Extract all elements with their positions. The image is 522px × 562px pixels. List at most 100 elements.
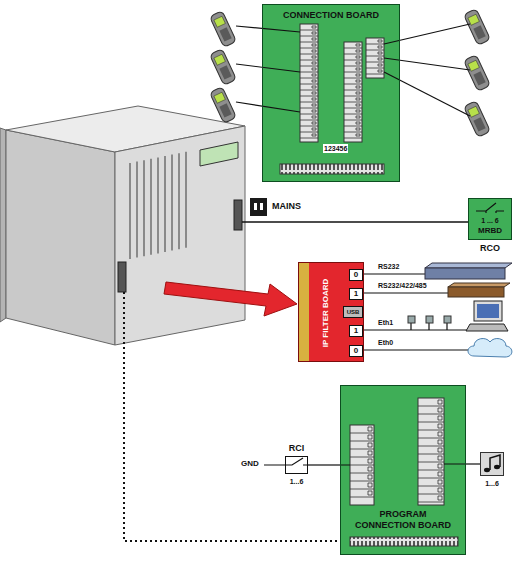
equipment-chassis — [0, 106, 245, 345]
node-title: 0 — [350, 270, 362, 280]
equipment-chassis — [115, 126, 245, 345]
equipment-chassis — [200, 142, 238, 166]
wire-connector — [466, 463, 480, 464]
audio-icon — [490, 455, 500, 470]
mains-socket — [254, 203, 257, 210]
handsets — [209, 11, 236, 48]
serial-device — [448, 283, 510, 287]
relay-board-art — [476, 203, 504, 213]
wire-connector — [308, 464, 340, 465]
program-board-art — [340, 385, 466, 555]
node-title: USB — [344, 308, 362, 316]
handsets — [209, 87, 236, 124]
modem-device — [425, 268, 505, 279]
program-connection-board: PROGRAM CONNECTION BOARD — [340, 385, 466, 555]
pointer-arrow — [164, 282, 297, 316]
audio-icon — [494, 465, 500, 469]
node-text: 1...6 — [256, 477, 337, 486]
relay-board-art — [468, 198, 512, 240]
computer — [466, 301, 508, 331]
port-box: 1 — [349, 288, 363, 300]
board-cable — [242, 221, 468, 223]
program-board-art — [350, 400, 444, 502]
relay-board: 1 ... 6MRBDRCO — [468, 198, 512, 240]
program-board-art — [340, 464, 466, 465]
handset-wires — [384, 58, 470, 70]
lan-nodes — [444, 316, 451, 323]
modem-device — [425, 263, 512, 279]
power-label: MAINS — [272, 201, 301, 212]
usb-port: USB — [343, 306, 363, 318]
equipment-chassis — [130, 152, 186, 259]
node-text: RCO — [439, 243, 522, 254]
modem-device — [425, 263, 512, 268]
ip-filter-board: 01USB10IP FILTER BOARD — [298, 262, 364, 362]
lan-nodes — [408, 316, 415, 323]
handsets — [209, 49, 236, 86]
serial-wires — [364, 349, 472, 350]
equipment-chassis — [0, 128, 6, 322]
connection-board: CONNECTION BOARD — [262, 4, 400, 182]
rci-switch-box: RCI1...6 — [285, 456, 308, 474]
serial-device — [448, 283, 510, 297]
handset-wires — [236, 24, 470, 116]
program-board-art — [350, 537, 458, 546]
terminal-numbers: 123456 — [323, 144, 348, 153]
port-box: 1 — [349, 325, 363, 337]
computer — [477, 304, 499, 318]
serial-device — [448, 287, 504, 297]
handsets — [463, 55, 490, 92]
node-title: IP FILTER BOARD — [321, 273, 333, 353]
network-cloud — [468, 339, 512, 357]
port-box: 0 — [349, 345, 363, 357]
mains-socket — [250, 198, 267, 216]
computer — [466, 324, 508, 331]
audio-icon — [480, 452, 504, 476]
lan-nodes — [408, 316, 451, 323]
node-title: RCI — [256, 443, 337, 454]
port-label: RS232 — [378, 262, 399, 271]
mains-socket — [250, 198, 267, 216]
computer — [474, 301, 502, 321]
serial-wires — [364, 273, 425, 274]
switch-symbol — [264, 456, 308, 474]
port-label: Eth1 — [378, 318, 393, 327]
equipment-chassis — [6, 130, 115, 345]
handset-wires — [384, 72, 470, 116]
handsets — [463, 9, 490, 46]
equipment-chassis — [234, 200, 242, 230]
program-board-art — [340, 385, 466, 555]
relay-board-art — [468, 198, 512, 240]
node-title: 1 ... 6 — [469, 216, 511, 225]
audio-icon — [484, 468, 490, 472]
serial-wires — [411, 323, 447, 330]
handsets — [463, 101, 490, 138]
handset-wires — [384, 24, 470, 44]
handset-wires — [236, 64, 300, 72]
node-title: 1...6 — [451, 479, 522, 488]
handset-wires — [236, 26, 300, 32]
node-title: 1 — [350, 289, 362, 299]
audio-icon — [480, 452, 504, 476]
handsets — [209, 9, 490, 138]
port-label: RS232/422/485 — [378, 281, 427, 290]
node-title: CONNECTION BOARD — [263, 10, 399, 21]
node-title: PROGRAM CONNECTION BOARD — [354, 509, 452, 531]
equipment-chassis — [118, 262, 126, 292]
ground-label: GND — [241, 459, 259, 469]
connection-board-art — [280, 164, 384, 174]
lan-nodes — [426, 316, 433, 323]
serial-wires — [364, 292, 448, 293]
connection-board-art — [300, 26, 384, 138]
node-text: MRBD — [469, 226, 511, 236]
port-label: Eth0 — [378, 338, 393, 347]
audio-output-box: 1...6 — [480, 452, 504, 476]
switch-symbol — [264, 458, 308, 465]
node-title: 1 — [350, 326, 362, 336]
node-title: 0 — [350, 346, 362, 356]
serial-wires — [364, 329, 468, 330]
